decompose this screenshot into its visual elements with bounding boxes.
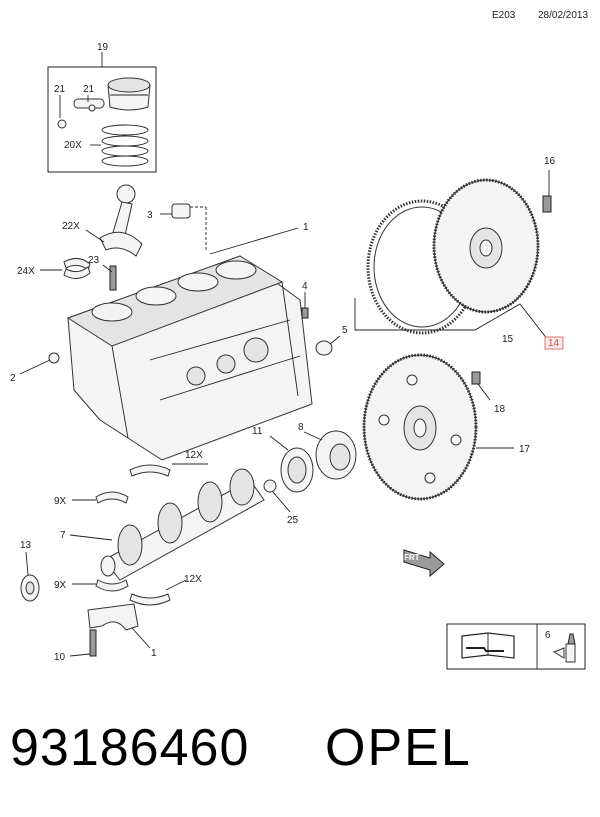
callout-19: 19 (97, 42, 109, 53)
callout-11: 11 (252, 426, 263, 437)
callout-9x-b: 9X (54, 580, 67, 591)
callout-13: 13 (20, 540, 32, 551)
brand-name: OPEL (325, 719, 472, 777)
callout-5: 5 (342, 325, 348, 336)
callout-14: 14 (548, 338, 560, 349)
manual-book-icon (461, 632, 515, 659)
callout-15: 15 (502, 334, 514, 345)
cylinder-block-icon (66, 255, 313, 461)
cap-bolt-icon (89, 629, 97, 657)
front-arrow-icon: FRT (403, 549, 445, 578)
callout-1a: 1 (303, 222, 309, 233)
callout-6: 6 (545, 630, 551, 641)
crankshaft-icon (100, 468, 265, 581)
callout-14-highlight (544, 336, 564, 350)
plug-icon (171, 203, 191, 219)
bolt-icon (109, 265, 117, 291)
thrust-bearing-icon (95, 491, 129, 504)
thrust-ring-icon (263, 479, 277, 493)
front-seal-icon (20, 574, 40, 602)
callout-3: 3 (147, 210, 153, 221)
callout-23: 23 (88, 255, 100, 266)
callout-8: 8 (298, 422, 304, 433)
piston-pin-icon (57, 98, 105, 129)
seal-housing-icon (315, 430, 357, 480)
bearing-shell-icon (63, 258, 91, 279)
flexplate-icon (362, 353, 478, 501)
callout-12x-b: 12X (184, 574, 202, 585)
callout-18: 18 (494, 404, 506, 415)
callout-21a: 21 (54, 84, 66, 95)
header-date: 28/02/2013 (538, 10, 589, 21)
dowel-icon (301, 307, 309, 319)
callout-22x: 22X (62, 221, 80, 232)
piston-rings-icon (101, 124, 149, 167)
bearing-cap-icon (87, 603, 139, 631)
callout-12x-a: 12X (185, 450, 203, 461)
callout-9x-a: 9X (54, 496, 67, 507)
header-code: E203 (492, 10, 516, 21)
sealant-tube-icon (552, 633, 576, 663)
callout-25: 25 (287, 515, 299, 526)
part-number: 93186460 (10, 719, 250, 777)
callout-4: 4 (302, 281, 308, 292)
oil-seal-plug-icon (315, 340, 333, 356)
callout-24x: 24X (17, 266, 35, 277)
legend-box (446, 623, 586, 670)
callout-16: 16 (544, 156, 556, 167)
callout-20x: 20X (64, 140, 82, 151)
rear-seal-icon (280, 447, 314, 493)
block-plug-icon (48, 352, 60, 364)
callout-1b: 1 (151, 648, 157, 659)
flexplate-bolt-icon (471, 371, 481, 385)
callout-21b: 21 (83, 84, 95, 95)
flywheel-icon (432, 178, 540, 314)
callout-10: 10 (54, 652, 66, 663)
callout-17: 17 (519, 444, 531, 455)
svg-text:FRT: FRT (404, 553, 420, 562)
lower-bearing-shells-icon (95, 579, 171, 606)
flywheel-bolt-icon (542, 195, 552, 213)
callout-7: 7 (60, 530, 66, 541)
callout-2: 2 (10, 373, 16, 384)
piston-icon (107, 77, 151, 111)
connecting-rod-icon (99, 184, 143, 257)
upper-bearing-shells-icon (129, 464, 171, 477)
